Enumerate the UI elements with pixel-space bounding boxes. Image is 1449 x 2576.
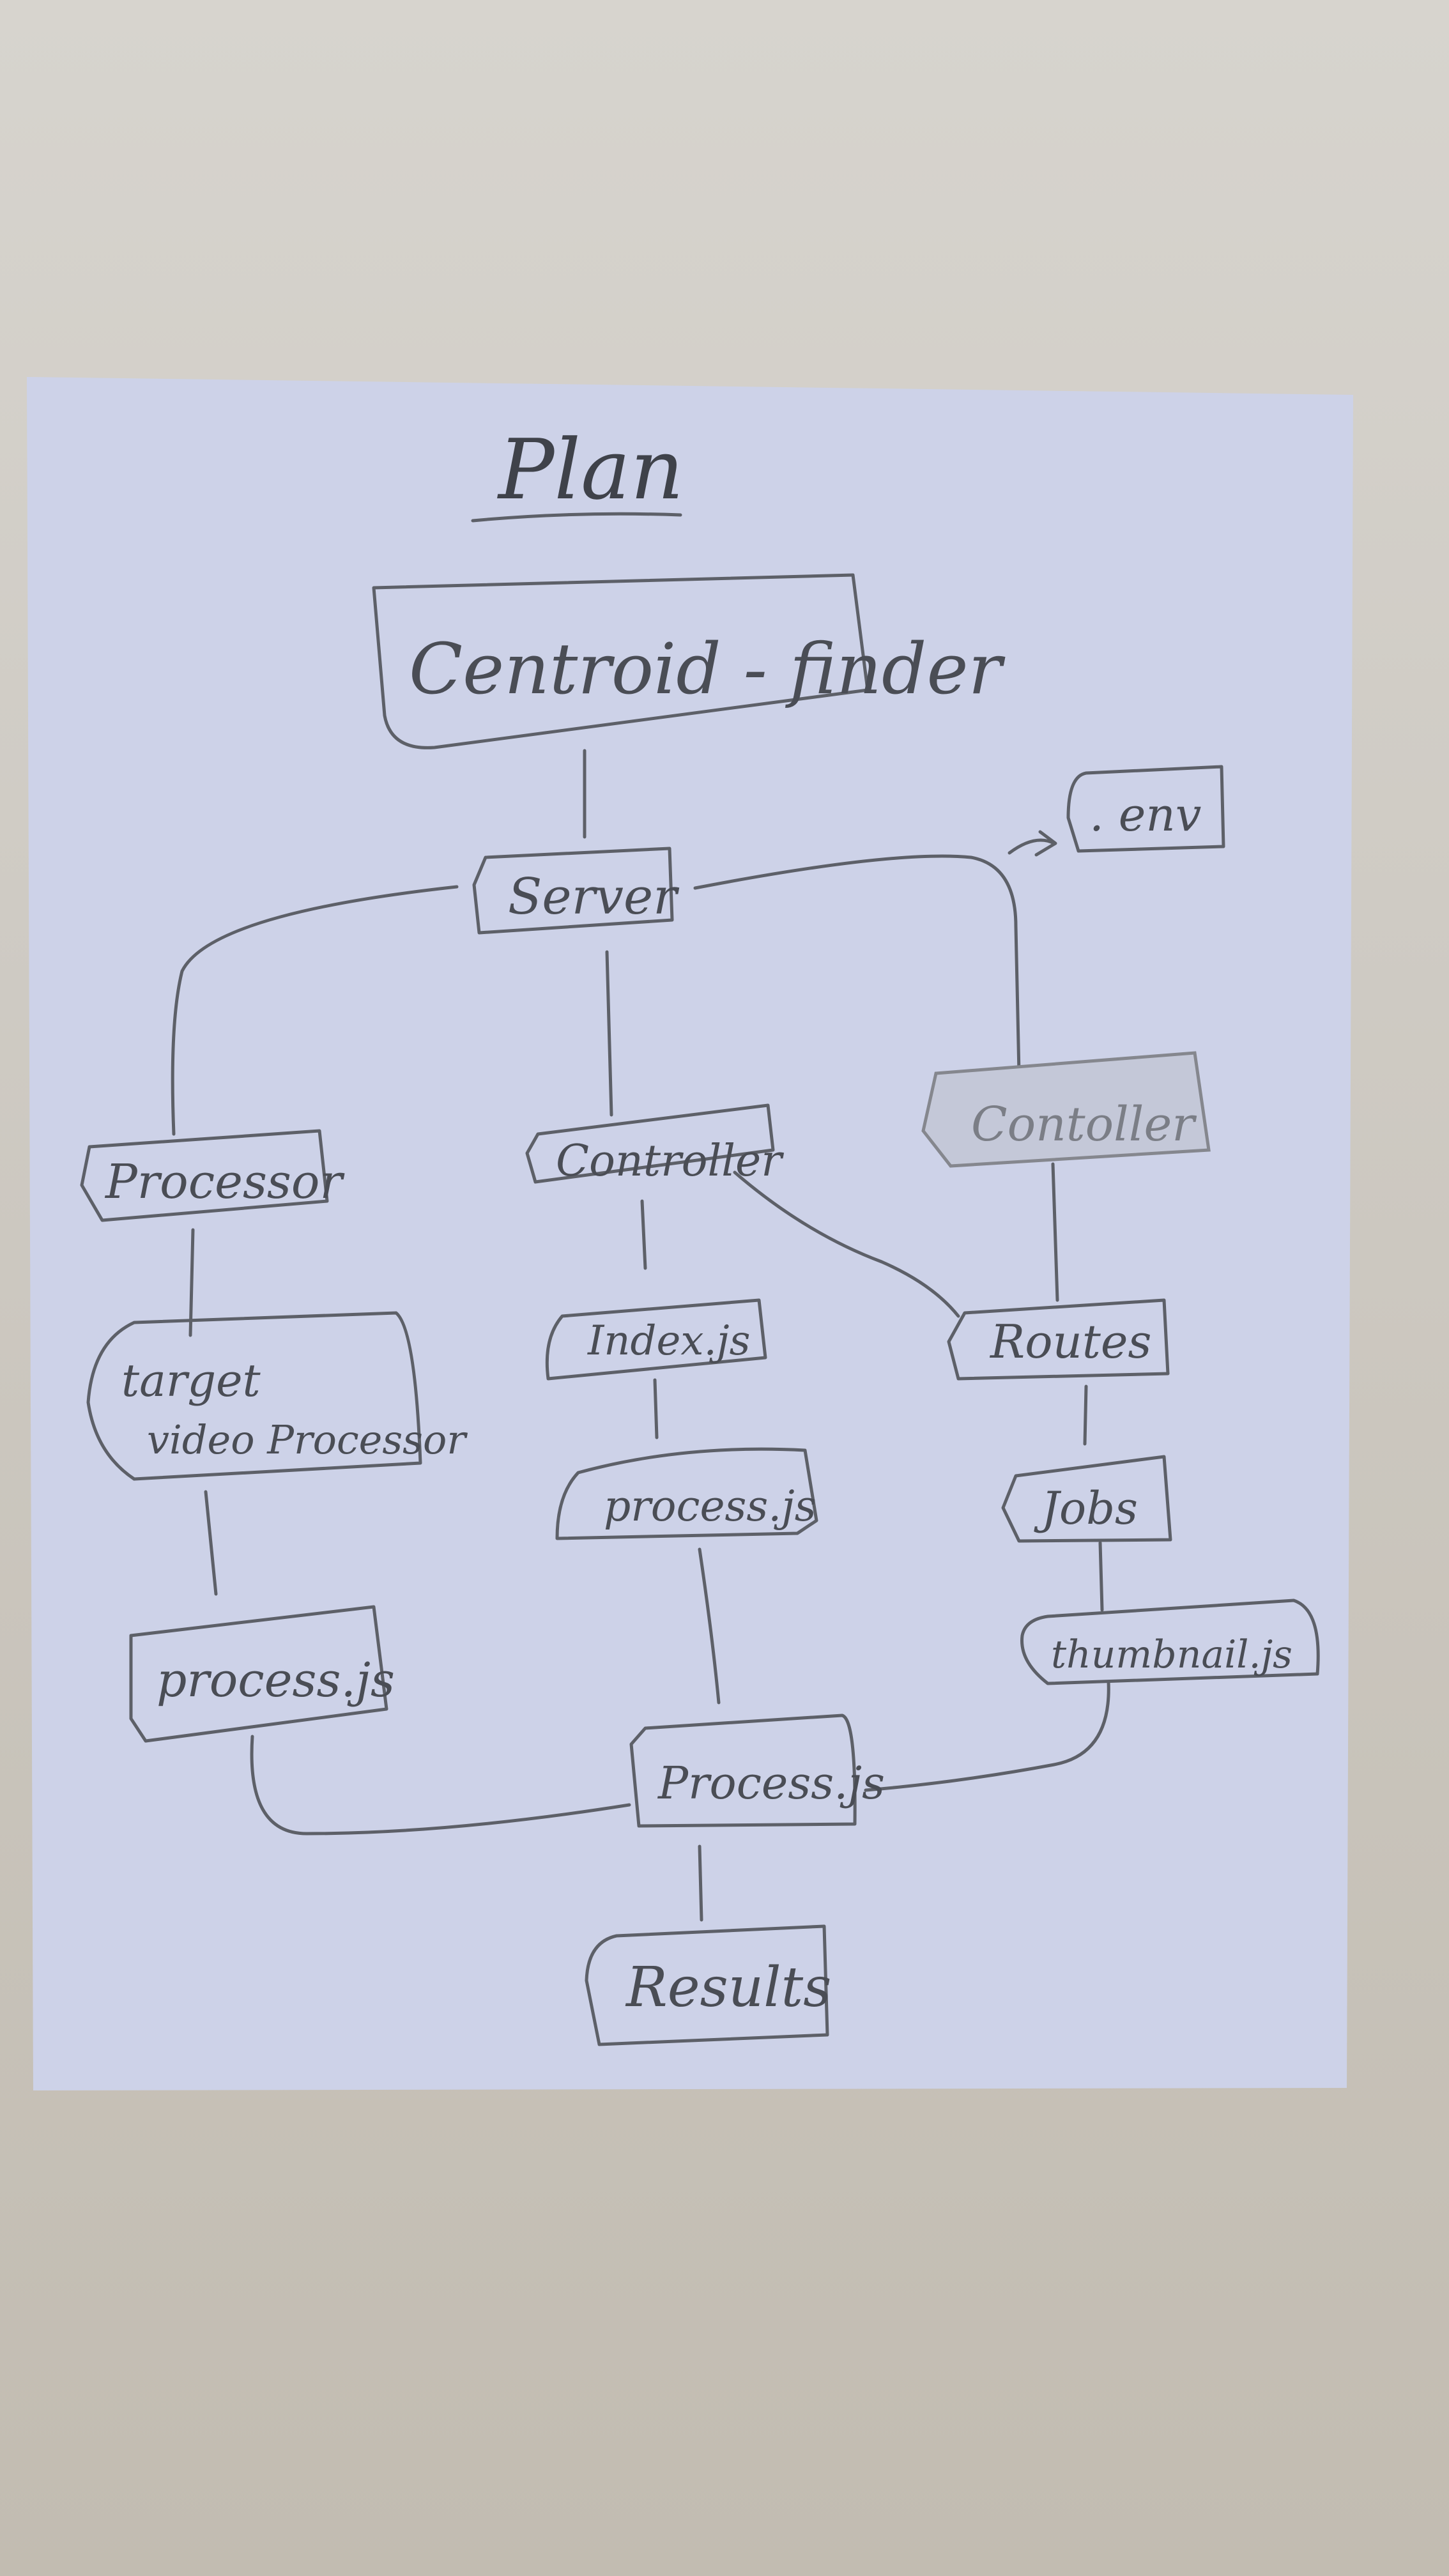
paper-sheet — [27, 377, 1353, 2090]
node-label-line2: video Processor — [147, 1416, 468, 1463]
node-box — [80, 1129, 329, 1222]
node-label: Centroid - finder — [409, 628, 1006, 710]
edge-env-arrowhead — [1034, 830, 1057, 857]
node-processor: Processor — [80, 1129, 345, 1222]
node-box — [545, 1298, 767, 1381]
edge-index-processmid — [653, 1378, 659, 1439]
edge-thumbnail-processbottom — [864, 1680, 1110, 1792]
edge-jobs-thumbnail — [1098, 1541, 1104, 1612]
node-process-js-mid: process.js — [555, 1447, 818, 1540]
node-process-js-left: process.js — [129, 1605, 395, 1743]
node-server: Server — [472, 847, 680, 935]
node-box — [129, 1605, 388, 1743]
node-label: process.js — [604, 1482, 816, 1531]
node-label: Server — [508, 868, 680, 926]
node-label: . env — [1089, 788, 1201, 841]
node-label: Contoller — [971, 1097, 1197, 1152]
edge-server-processor — [171, 885, 459, 1136]
node-label: Results — [625, 1956, 831, 2020]
node-controller-mid: Controller — [525, 1103, 784, 1186]
edge-env-arrow — [1008, 838, 1056, 855]
edge-controller-index — [640, 1199, 647, 1270]
edge-processor-target — [188, 1228, 195, 1337]
node-box — [921, 1051, 1211, 1168]
node-index-js: Index.js — [545, 1298, 767, 1381]
edge-processmid-processbottom — [698, 1547, 721, 1705]
node-controller-right: Contoller — [921, 1051, 1211, 1168]
node-thumbnail-js: thumbnail.js — [1020, 1598, 1320, 1685]
node-env: . env — [1066, 765, 1225, 853]
node-box — [472, 847, 674, 935]
node-box — [1066, 765, 1225, 853]
node-label: thumbnail.js — [1051, 1632, 1292, 1677]
node-label: Index.js — [587, 1317, 750, 1365]
node-label: Routes — [989, 1315, 1151, 1368]
node-label: process.js — [157, 1653, 395, 1708]
node-label-line1: target — [121, 1354, 261, 1407]
node-box — [86, 1311, 422, 1481]
node-process-js-bottom: Process.js — [629, 1713, 885, 1828]
edge-server-controller — [605, 950, 613, 1117]
node-jobs: Jobs — [1001, 1455, 1172, 1543]
node-box — [1020, 1598, 1320, 1685]
node-box — [585, 1924, 829, 2046]
edge-right-routes — [1051, 1162, 1059, 1302]
node-box — [947, 1298, 1170, 1381]
edge-routes-jobs — [1083, 1384, 1088, 1446]
connectors — [171, 749, 1110, 1922]
node-label: Processor — [104, 1154, 345, 1209]
node-label: Process.js — [657, 1757, 885, 1809]
diagram-title: Plan — [497, 421, 684, 518]
edge-controller-routes — [733, 1170, 960, 1318]
edge-target-processleft — [204, 1490, 218, 1596]
title-underline — [471, 512, 682, 523]
node-results: Results — [585, 1924, 831, 2046]
edge-processleft-processbottom — [250, 1735, 631, 1836]
node-label: Controller — [556, 1136, 784, 1186]
edge-server-right — [693, 854, 1021, 1075]
node-box — [372, 573, 870, 749]
node-centroid-finder: Centroid - finder — [372, 573, 1006, 749]
node-routes: Routes — [947, 1298, 1170, 1381]
node-label: Jobs — [1034, 1482, 1138, 1535]
node-target-video-processor: target video Processor — [86, 1311, 468, 1481]
edge-processbottom-results — [698, 1844, 703, 1922]
node-box — [525, 1103, 775, 1184]
node-box — [629, 1713, 857, 1828]
node-box — [1001, 1455, 1172, 1543]
node-box — [555, 1447, 818, 1540]
